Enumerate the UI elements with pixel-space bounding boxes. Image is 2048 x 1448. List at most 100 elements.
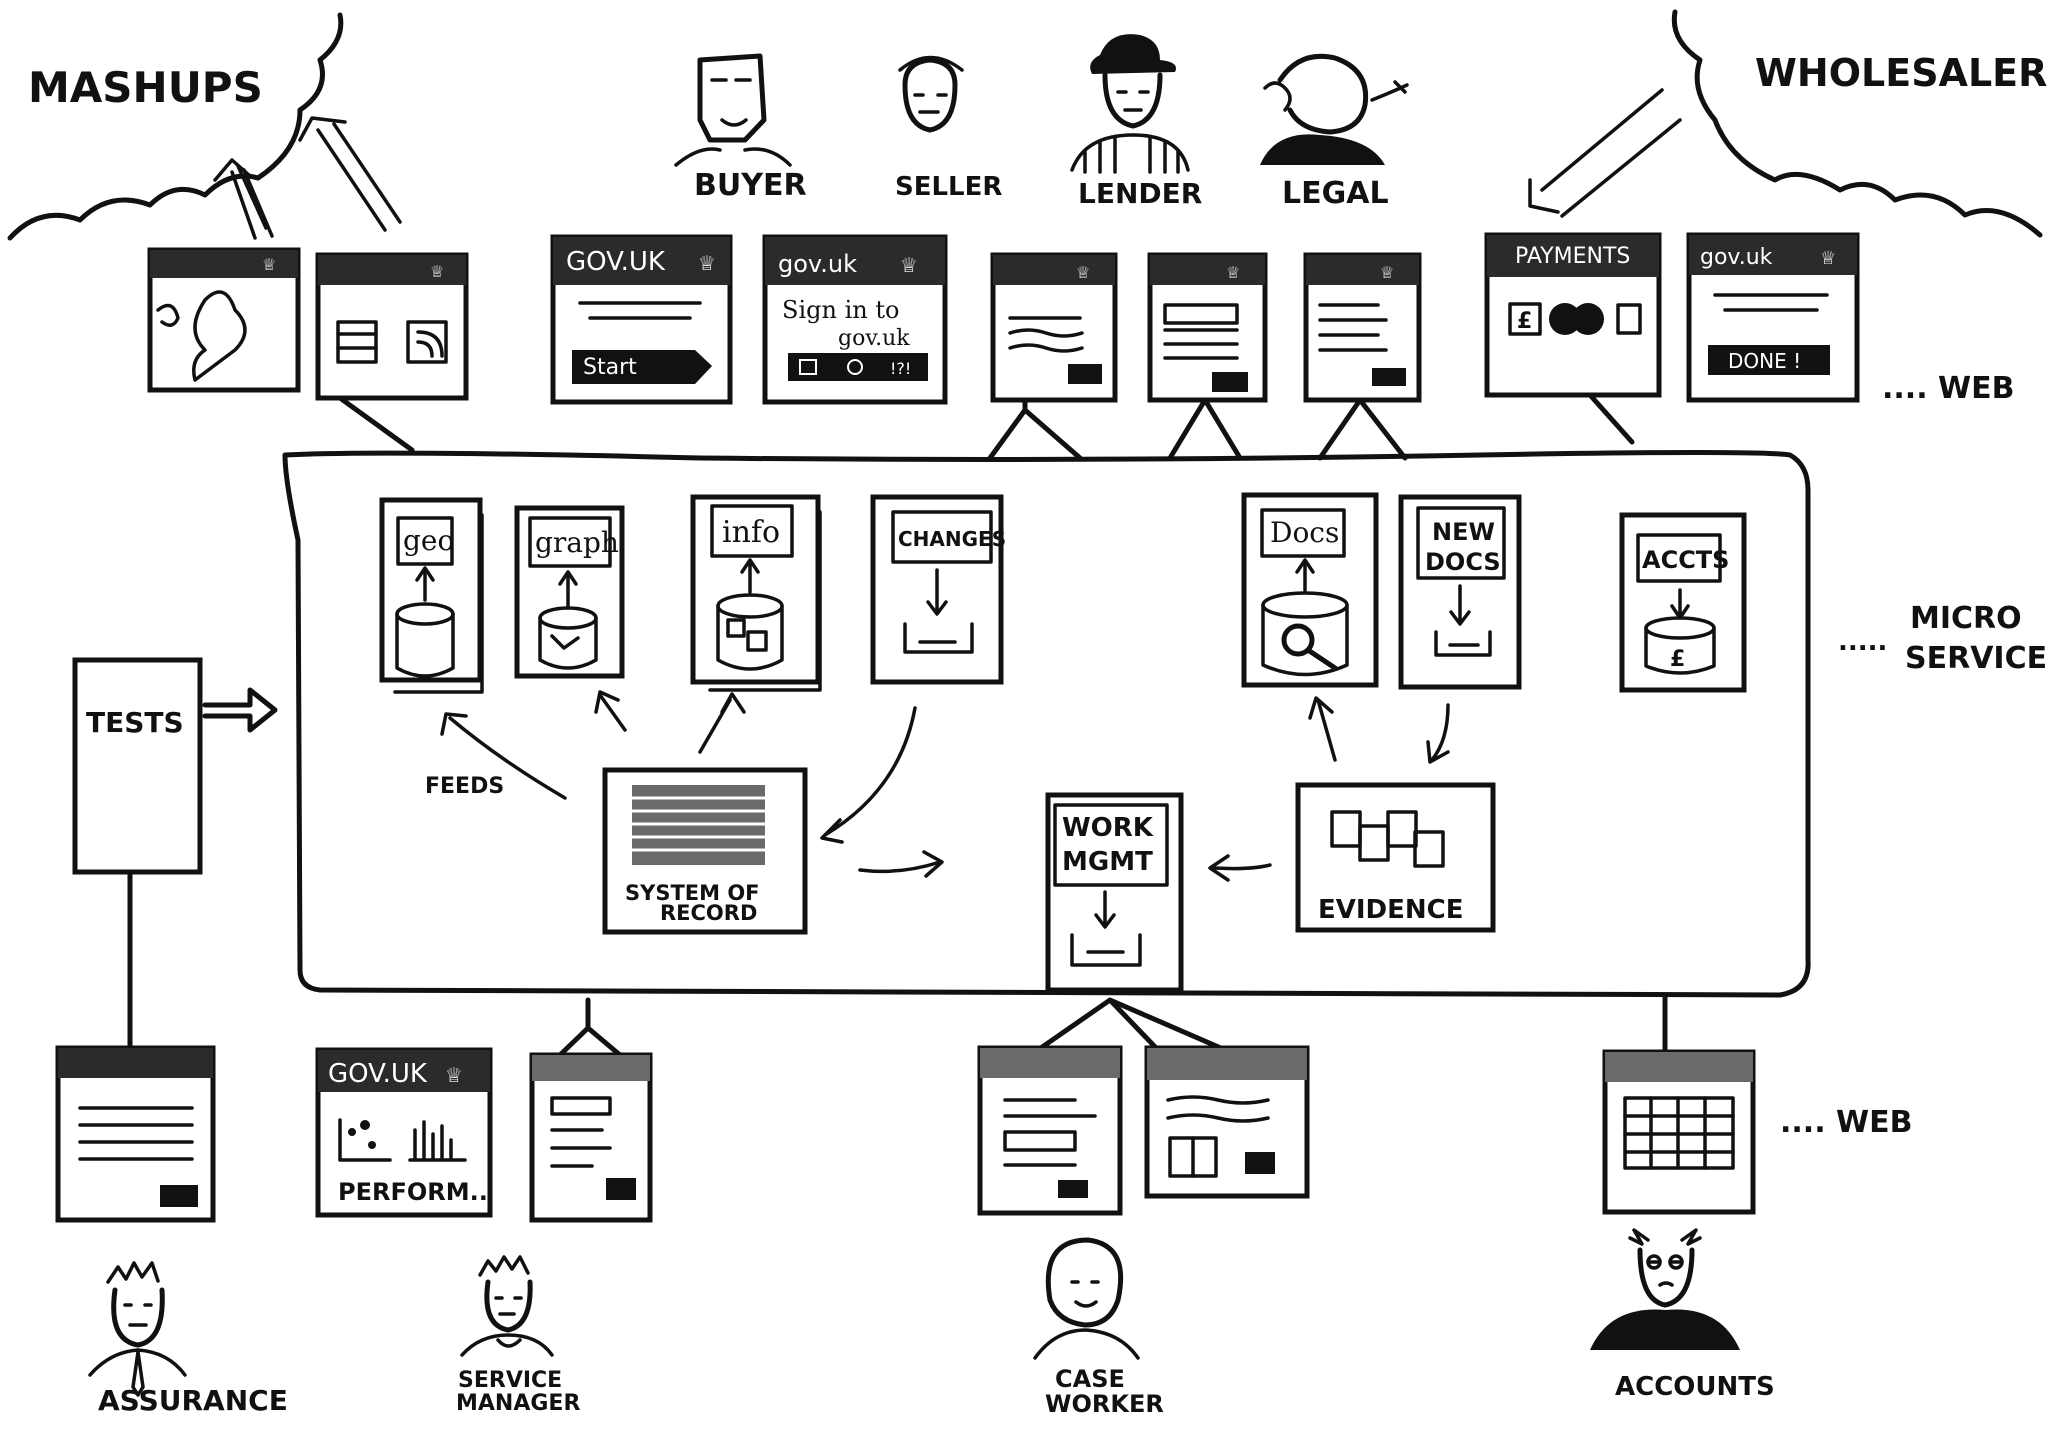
web-screen-payments[interactable]: PAYMENTS £ [1484,232,1662,398]
crown-icon: ♕ [1380,263,1394,282]
user-seller: SELLER [895,55,1002,202]
scatter-chart-icon [338,1118,392,1162]
pound-card-icon[interactable] [1508,302,1542,336]
system-of-record[interactable]: SYSTEM OF RECORD [602,767,808,935]
bowler-hat-icon [1090,34,1176,74]
mashups-cloud: MASHUPS [7,12,402,241]
sign-in-glyph: !?! [890,359,911,378]
new-docs-label-1: NEW [1432,518,1495,546]
case-worker-label-2: WORKER [1045,1390,1164,1418]
info-label: info [722,515,780,550]
user-service-manager: SERVICE MANAGER [456,1255,580,1416]
svg-text:£: £ [1517,309,1532,334]
service-manager-label-2: MANAGER [456,1391,580,1416]
done-button[interactable] [1708,345,1830,375]
pound-icon: £ [1670,647,1685,672]
feeds-label: FEEDS [425,774,504,799]
user-legal: LEGAL [1260,53,1409,211]
gown-icon [1260,134,1385,165]
govuk-logo: gov.uk [1700,245,1773,270]
case-worker-label-1: CASE [1055,1365,1125,1393]
web-screen-feed[interactable]: ♕ [315,252,469,401]
user-assurance: ASSURANCE [88,1261,288,1417]
mashups-label: MASHUPS [28,63,263,112]
service-geo[interactable]: geo [379,497,484,694]
crown-icon: ♕ [262,255,276,274]
govuk-logo: gov.uk [778,250,857,278]
accounts-label: ACCOUNTS [1615,1372,1775,1402]
micro-label-2: SERVICES [1905,641,2048,676]
sign-in-text-2: gov.uk [838,326,910,351]
start-button[interactable] [572,350,712,384]
rss-icon [406,320,448,364]
wholesalers-label: WHOLESALERS [1755,51,2048,95]
evidence[interactable]: EVIDENCE [1295,782,1496,933]
seller-label: SELLER [895,172,1002,202]
web-screen-form-3[interactable]: ♕ [1303,252,1422,403]
govuk-logo: GOV.UK [328,1059,428,1089]
graph-label: graph [535,526,619,559]
user-lender: LENDER [1070,34,1202,210]
web-screen-govuk-signin[interactable]: gov.uk ♕ Sign in to gov.uk !?! [762,234,948,405]
web-screen-accounts[interactable] [1602,1049,1756,1215]
micro-dots: ..... [1838,627,1887,657]
service-graph[interactable]: graph [514,505,625,679]
changes-label: CHANGES [898,527,1006,551]
bar-chart-icon [408,1120,467,1162]
search-icon [1281,623,1315,657]
web-screen-case-2[interactable] [1144,1045,1310,1199]
arrow-down-icon [1528,88,1682,218]
crown-icon: ♕ [1820,248,1836,269]
glasses-icon [1646,1254,1662,1270]
web-top-label: .... WEB [1882,371,2014,406]
user-accounts: ACCOUNTS [1590,1228,1775,1402]
govuk-logo: GOV.UK [566,247,666,277]
buyer-label: BUYER [694,168,807,203]
work-mgmt-label-2: MGMT [1062,847,1153,877]
micro-services-container [282,450,1811,998]
web-screen-service-manager[interactable] [529,1052,653,1223]
tests-panel[interactable]: TESTS [72,657,203,875]
user-case-worker: CASE WORKER [1033,1237,1164,1418]
evidence-label: EVIDENCE [1318,895,1464,925]
web-screen-govuk-done[interactable]: gov.uk ♕ DONE ! [1686,232,1860,403]
legal-label: LEGAL [1282,176,1389,211]
accts-label: ACCTS [1642,546,1729,574]
web-screen-map[interactable]: ♕ [147,247,301,393]
lender-label: LENDER [1078,177,1202,210]
wallet-icon[interactable] [1616,303,1642,335]
payments-title: PAYMENTS [1515,244,1630,269]
geo-label: geo [403,524,454,557]
crown-icon: ♕ [1076,263,1090,282]
new-docs-label-2: DOCS [1425,548,1501,576]
service-manager-label-1: SERVICE [458,1368,562,1393]
inbox-icon [1434,630,1492,657]
service-changes[interactable]: CHANGES [870,494,1006,685]
docs-label: Docs [1270,516,1339,549]
service-accts[interactable]: ACCTS £ [1619,512,1747,693]
service-info[interactable]: info [690,494,822,692]
system-of-record-label-2: RECORD [660,901,757,925]
sign-in-options[interactable] [788,353,928,381]
suit-icon [1590,1309,1740,1350]
arrow-up-icon [213,158,257,240]
card-payment-icon[interactable] [1549,303,1581,335]
perform-label: PERFORM.. [338,1178,488,1206]
web-screen-govuk-start[interactable]: GOV.UK ♕ Start [550,234,733,405]
crown-icon: ♕ [1226,263,1240,282]
crown-icon: ♕ [430,262,444,281]
inbox-icon [903,622,974,654]
web-screen-case-1[interactable] [977,1045,1123,1216]
service-new-docs[interactable]: NEW DOCS [1398,494,1522,690]
crown-icon: ♕ [698,251,716,275]
crown-icon: ♕ [445,1063,463,1087]
work-mgmt[interactable]: WORK MGMT [1045,792,1184,993]
web-screen-assurance[interactable] [55,1045,216,1223]
service-docs[interactable]: Docs [1241,492,1379,688]
web-screen-form-1[interactable]: ♕ [990,252,1118,403]
assurance-label: ASSURANCE [98,1384,288,1417]
web-screen-performance[interactable]: GOV.UK ♕ PERFORM.. [315,1047,493,1218]
web-screen-form-2[interactable]: ♕ [1147,252,1268,403]
system-of-record-label-1: SYSTEM OF [625,881,760,905]
